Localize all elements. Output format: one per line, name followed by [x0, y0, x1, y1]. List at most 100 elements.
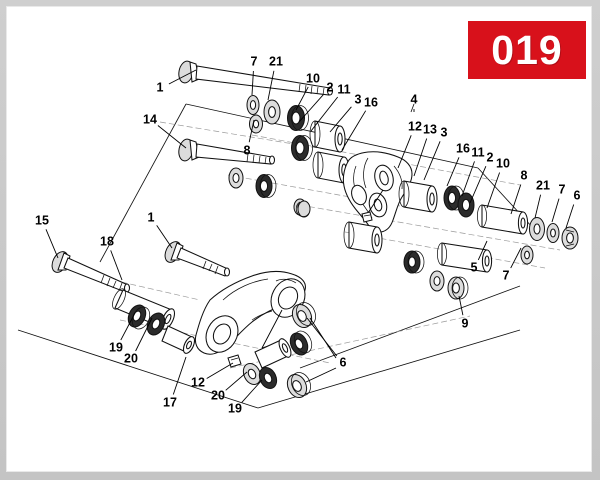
callout-12: 12 — [397, 119, 422, 169]
callout-label: 7 — [251, 54, 258, 68]
leader-line — [251, 70, 254, 96]
bearing-stack-14 — [228, 167, 311, 218]
callout-label: 6 — [340, 355, 347, 369]
leader-line — [413, 138, 428, 177]
callout-label: 21 — [536, 178, 550, 192]
callout-1: 1 — [157, 69, 197, 94]
callout-13: 13 — [413, 122, 437, 177]
callout-label: 19 — [228, 401, 242, 415]
bearing-2-upper — [291, 135, 313, 161]
washer-8-right — [529, 217, 545, 241]
leader-line — [156, 225, 173, 249]
seal-6-lower — [286, 372, 311, 399]
leader-line — [310, 96, 339, 132]
seal-9-right — [447, 276, 469, 300]
bolt-1-upper — [178, 60, 334, 96]
callout-20: 20 — [211, 371, 248, 402]
leader-line — [486, 172, 501, 209]
upper-boundary-right — [410, 103, 415, 113]
leader-line — [206, 362, 234, 379]
callout-7: 7 — [503, 247, 522, 282]
callout-4: 4 — [411, 92, 418, 112]
rocker-arm-body-4 — [342, 151, 413, 233]
callout-9: 9 — [458, 295, 469, 330]
washer-21-upper — [263, 99, 281, 125]
callout-label: 20 — [211, 388, 225, 402]
callout-18: 18 — [100, 234, 123, 281]
callout-7: 7 — [251, 54, 258, 96]
sleeve-11-upper — [309, 120, 346, 153]
callout-8: 8 — [244, 119, 255, 157]
leader-line — [423, 141, 441, 181]
callout-3: 3 — [423, 125, 448, 181]
callout-19: 19 — [228, 379, 263, 415]
bearing-2-right — [403, 250, 425, 274]
callout-17: 17 — [163, 356, 187, 409]
callout-2: 2 — [298, 80, 334, 123]
nut-8-upper — [249, 114, 263, 134]
callout-label: 6 — [574, 188, 581, 202]
leader-line — [248, 119, 255, 143]
callout-label: 4 — [411, 92, 418, 106]
bearing-19-right-lower — [289, 330, 313, 356]
callout-label: 2 — [487, 150, 494, 164]
leader-line — [267, 70, 275, 101]
callout-10: 10 — [486, 156, 510, 209]
leader-line — [241, 379, 263, 403]
callout-label: 3 — [355, 92, 362, 106]
leader-line — [551, 198, 560, 223]
leader-line — [135, 317, 153, 352]
callout-6-double-leader — [305, 317, 337, 383]
leader-line — [510, 184, 522, 215]
callout-11: 11 — [461, 145, 485, 197]
callout-label: 19 — [109, 340, 123, 354]
leader-line — [329, 106, 352, 133]
leader-line — [446, 157, 460, 187]
callout-14: 14 — [143, 112, 187, 149]
callout-label: 7 — [503, 268, 510, 282]
leader-line — [477, 240, 488, 261]
callout-label: 14 — [143, 112, 157, 126]
callout-20: 20 — [124, 317, 153, 365]
collar-10-right — [477, 204, 529, 235]
leader-line — [458, 295, 464, 316]
callout-21: 21 — [267, 54, 283, 101]
leader-line — [461, 161, 475, 197]
callout-label: 12 — [191, 375, 205, 389]
callout-11: 11 — [310, 82, 351, 132]
callout-label: 17 — [163, 395, 177, 409]
bolt-14-upper — [178, 138, 276, 165]
callout-5: 5 — [471, 240, 488, 274]
callout-16: 16 — [341, 95, 378, 151]
leader-line — [397, 135, 412, 169]
bearing-11-right — [457, 192, 475, 218]
leader-line — [45, 229, 59, 259]
callout-label: 12 — [408, 119, 422, 133]
sleeve-3-right — [343, 221, 383, 254]
callout-label: 18 — [100, 234, 114, 248]
callout-10: 10 — [295, 71, 320, 111]
sleeve-13-right — [398, 180, 438, 213]
callout-8: 8 — [510, 168, 528, 215]
callout-1: 1 — [148, 210, 173, 249]
callout-label: 8 — [521, 168, 528, 182]
callout-label: 11 — [337, 82, 350, 96]
callout-label: 1 — [157, 80, 164, 94]
callout-7: 7 — [551, 182, 566, 223]
callout-21: 21 — [534, 178, 550, 219]
bolt-1-lower — [164, 241, 231, 277]
callout-label: 16 — [456, 141, 470, 155]
callout-label: 3 — [441, 125, 448, 139]
callout-label: 10 — [496, 156, 510, 170]
callout-label: 10 — [306, 71, 320, 85]
leader-line — [565, 204, 575, 229]
callout-19: 19 — [109, 312, 136, 354]
callout-12: 12 — [191, 362, 234, 389]
washer-7-upper — [246, 95, 260, 115]
bolt-15-lower — [51, 251, 131, 293]
leader-line — [298, 94, 324, 123]
seal-6-upper-lower-grp — [291, 302, 316, 329]
